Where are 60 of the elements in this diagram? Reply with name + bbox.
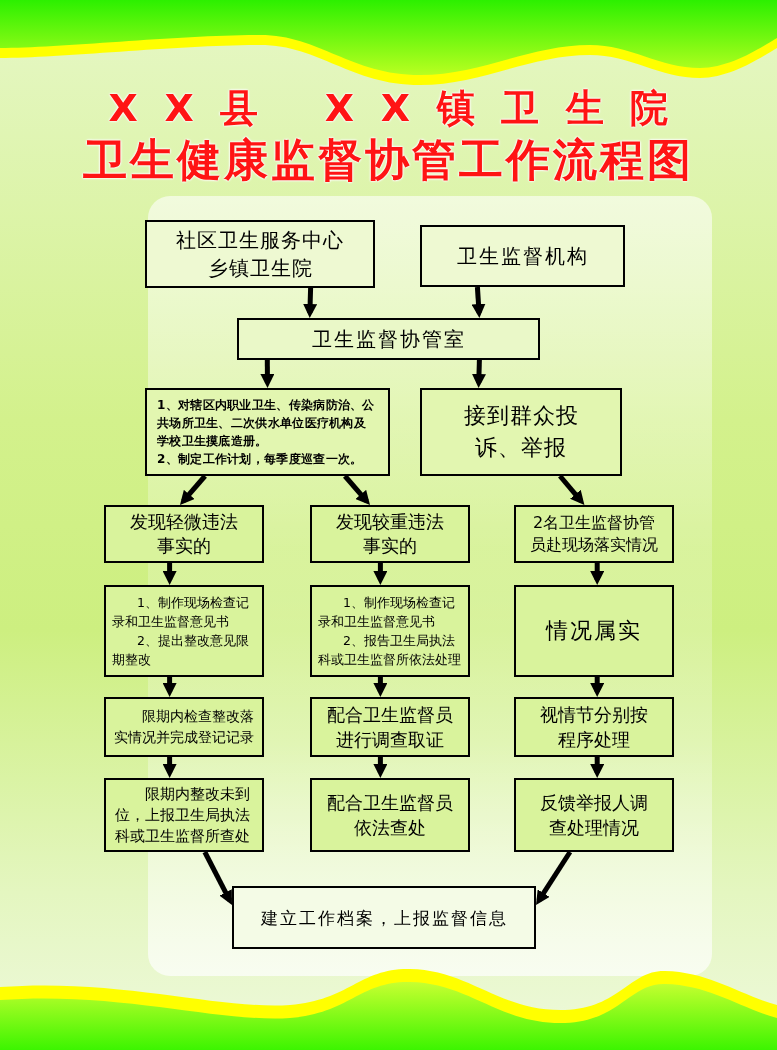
box-text: 2、制定工作计划，每季度巡查一次。 <box>157 451 364 468</box>
box-text: 1、制作现场检查记录和卫生监督意见书 <box>112 594 250 631</box>
title-text: 卫生健康监督协管工作流程图 <box>83 134 694 186</box>
arrow <box>162 677 177 697</box>
process-box <box>420 388 622 476</box>
process-box <box>514 585 674 677</box>
arrow <box>590 677 605 697</box>
box-text: 卫生监督机构 <box>456 243 589 270</box>
process-box <box>104 778 264 852</box>
process-box <box>514 697 674 757</box>
box-text: 限期内整改未到位，上报卫生局执法科或卫生监督所查处 <box>115 783 251 847</box>
process-box <box>310 585 470 677</box>
process-box <box>237 318 540 360</box>
arrow <box>471 286 486 318</box>
box-text: 配合卫生监督员依法查处 <box>326 791 454 840</box>
process-box <box>104 697 264 757</box>
arrow <box>343 474 370 505</box>
process-box <box>310 505 470 563</box>
box-text: 建立工作档案，上报监督信息 <box>260 906 508 930</box>
box-text: 发现轻微违法事实的 <box>129 510 239 558</box>
box-text: 情况属实 <box>546 617 642 645</box>
box-text: 2、提出整改意见限期整改 <box>112 632 250 669</box>
arrow <box>373 563 388 585</box>
box-text: 1、对辖区内职业卫生、传染病防治、公共场所卫生、二次供水单位医疗机构及学校卫生摸底造册。 <box>157 397 376 450</box>
arrow <box>590 563 605 585</box>
box-text: 2名卫生监督协管员赴现场落实情况 <box>529 512 659 556</box>
arrow <box>590 757 605 778</box>
arrow <box>162 757 177 778</box>
arrow <box>303 287 318 318</box>
box-text: 接到群众投诉、举报 <box>462 402 580 462</box>
arrow <box>558 474 585 505</box>
process-box <box>145 388 390 476</box>
box-text: 社区卫生服务中心 <box>176 227 344 254</box>
box-text: 1、制作现场检查记录和卫生监督意见书 <box>318 594 456 631</box>
box-text: 乡镇卫生院 <box>207 255 313 282</box>
process-box <box>104 505 264 563</box>
arrow <box>472 359 486 388</box>
box-text: 限期内检查整改落实情况并完成登记记录 <box>114 707 254 747</box>
process-box <box>232 886 536 949</box>
process-box <box>104 585 264 677</box>
arrow <box>373 677 388 697</box>
box-text: 卫生监督协管室 <box>311 326 466 353</box>
process-box <box>310 778 470 852</box>
heading-text: XX县 XX镇卫生院 <box>107 86 695 130</box>
process-box <box>514 778 674 852</box>
process-box <box>420 225 625 287</box>
box-text: 2、报告卫生局执法科或卫生监督所依法处理 <box>318 632 462 669</box>
process-box <box>514 505 674 563</box>
process-box <box>145 220 375 288</box>
process-box <box>310 697 470 757</box>
arrow <box>202 850 232 905</box>
arrow <box>373 757 388 778</box>
arrow <box>260 360 275 388</box>
arrow <box>180 474 207 505</box>
box-text: 发现较重违法事实的 <box>335 510 445 558</box>
arrow <box>536 850 573 905</box>
box-text: 配合卫生监督员进行调查取证 <box>326 703 454 752</box>
box-text: 视情节分别按程序处理 <box>539 703 649 752</box>
box-text: 反馈举报人调查处理情况 <box>539 791 649 840</box>
arrow <box>162 563 177 585</box>
